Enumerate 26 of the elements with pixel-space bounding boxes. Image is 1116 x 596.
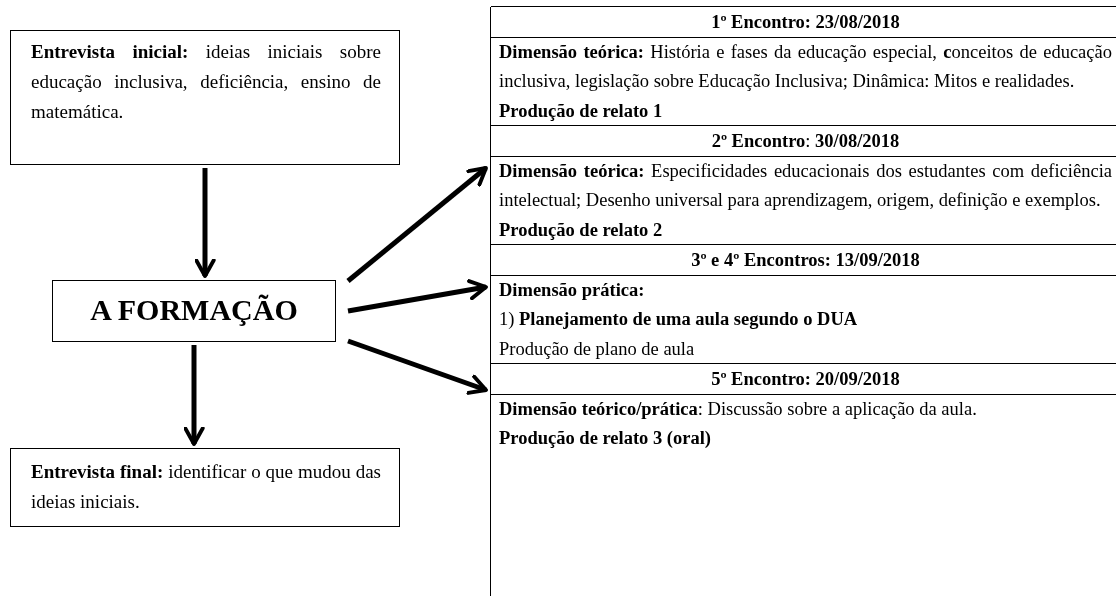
header-text: 1º Encontro: 23/08/2018 xyxy=(710,10,901,34)
arrow xyxy=(347,279,488,314)
header-cell xyxy=(491,5,1116,38)
arrow xyxy=(347,338,488,395)
arrow xyxy=(346,166,488,283)
paragraph: Produção de relato 1 xyxy=(499,99,664,123)
paragraph: 1) Planejamento de uma aula segundo o DUA xyxy=(499,308,859,331)
process-box: Entrevista inicial: ideias iniciais sobre educação inclusiva, deficiência, ensino de matemática. xyxy=(10,30,400,165)
paragraph: Dimensão teórica: Especificidades educacionais dos estudantes com deficiência intelectual; Desenho universal para aprendizagem, origem, definição e exemplos. xyxy=(499,159,1112,212)
header-text: 3º e 4º Encontros: 13/09/2018 xyxy=(690,248,921,272)
header-cell xyxy=(491,243,1116,276)
paragraph: Produção de relato 3 (oral) xyxy=(499,427,713,450)
paragraph: Dimensão prática: xyxy=(499,278,646,302)
arrow xyxy=(183,345,205,446)
paragraph: Produção de relato 2 xyxy=(499,218,664,242)
paragraph: Dimensão teórico/prática: Discussão sobre a aplicação da aula. xyxy=(499,397,978,421)
paragraph: Produção de plano de aula xyxy=(499,337,696,361)
process-box: Entrevista final: identificar o que mudou das ideias iniciais. xyxy=(10,448,400,527)
header-cell xyxy=(491,362,1116,395)
arrow xyxy=(194,168,216,278)
paragraph: Dimensão teórica: História e fases da educação especial, conceitos de educação inclusiva, legislação sobre Educação Inclusiva; Dinâmica: Mitos e realidades. xyxy=(499,40,1112,93)
process-box: A FORMAÇÃO xyxy=(52,280,336,342)
table xyxy=(490,7,1116,596)
header-cell xyxy=(491,124,1116,157)
header-text: 5º Encontro: 20/09/2018 xyxy=(710,367,901,391)
header-text: 2º Encontro: 30/08/2018 xyxy=(710,129,901,153)
